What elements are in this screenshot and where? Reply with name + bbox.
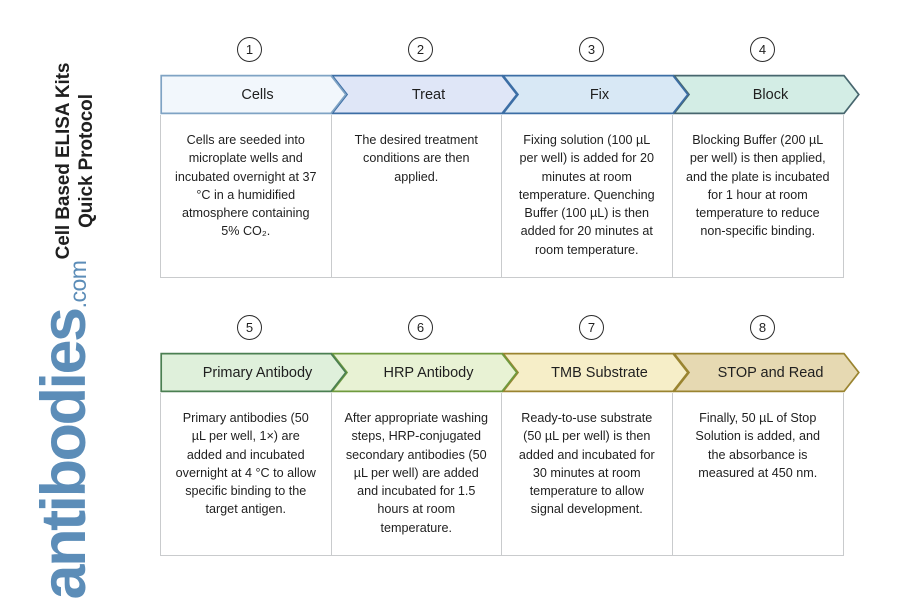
chevron-band: Cells Treat Fix Block <box>160 74 860 115</box>
chevron-step-label: Primary Antibody <box>202 364 313 381</box>
chevron-step-label: TMB Substrate <box>551 364 648 381</box>
step-number-strip: 5 6 7 8 <box>160 312 844 352</box>
chevron-step-4[interactable]: Block <box>673 74 860 115</box>
step-description-text: Cells are seeded into microplate wells a… <box>175 133 317 239</box>
chevron-step-2[interactable]: Treat <box>331 74 518 115</box>
step-description-band: Cells are seeded into microplate wells a… <box>160 115 844 278</box>
step-description-text: Primary antibodies (50 µL per well, 1×) … <box>175 411 316 517</box>
step-description-cell: Primary antibodies (50 µL per well, 1×) … <box>161 393 332 555</box>
step-description-cell: Finally, 50 µL of Stop Solution is added… <box>673 393 844 555</box>
chevron-step-label: HRP Antibody <box>383 364 474 381</box>
chevron-step-label: Cells <box>241 86 274 103</box>
protocol-title: Cell Based ELISA Kits Quick Protocol <box>0 28 150 293</box>
step-description-text: The desired treatment conditions are the… <box>354 133 478 184</box>
chevron-shape <box>160 74 347 115</box>
step-description-band: Primary antibodies (50 µL per well, 1×) … <box>160 393 844 556</box>
step-description-cell: Cells are seeded into microplate wells a… <box>161 115 332 277</box>
chevron-step-3[interactable]: Fix <box>502 74 689 115</box>
step-number-badge: 1 <box>237 37 262 62</box>
chevron-shape <box>331 352 518 393</box>
chevron-shape <box>502 352 689 393</box>
chevron-band: Primary Antibody HRP Antibody TMB Substrat… <box>160 352 860 393</box>
chevron-step-label: STOP and Read <box>717 364 824 381</box>
chevron-shape <box>673 74 860 115</box>
step-description-text: Ready-to-use substrate (50 µL per well) … <box>518 411 655 517</box>
chevron-step-label: Treat <box>411 86 446 103</box>
chevron-step-8[interactable]: STOP and Read <box>673 352 860 393</box>
step-description-cell: Ready-to-use substrate (50 µL per well) … <box>502 393 673 555</box>
step-number-badge: 2 <box>408 37 433 62</box>
step-number-badge: 4 <box>750 37 775 62</box>
step-description-cell: Fixing solution (100 µL per well) is add… <box>502 115 673 277</box>
step-description-text: Blocking Buffer (200 µL per well) is the… <box>685 133 830 239</box>
step-description-cell: After appropriate washing steps, HRP-con… <box>332 393 502 555</box>
chevron-shape <box>331 74 518 115</box>
step-number-strip: 1 2 3 4 <box>160 34 844 74</box>
step-description-text: After appropriate washing steps, HRP-con… <box>344 411 489 535</box>
chevron-step-5[interactable]: Primary Antibody <box>160 352 347 393</box>
chevron-shape <box>502 74 689 115</box>
chevron-step-6[interactable]: HRP Antibody <box>331 352 518 393</box>
chevron-step-7[interactable]: TMB Substrate <box>502 352 689 393</box>
step-description-text: Finally, 50 µL of Stop Solution is added… <box>695 411 821 480</box>
protocol-title-line-1: Cell Based ELISA Kits <box>52 62 74 259</box>
chevron-step-1[interactable]: Cells <box>160 74 347 115</box>
step-description-text: Fixing solution (100 µL per well) is add… <box>518 133 655 257</box>
step-description-cell: The desired treatment conditions are the… <box>332 115 502 277</box>
protocol-title-line-2: Quick Protocol <box>76 93 97 228</box>
step-number-badge: 5 <box>237 315 262 340</box>
chevron-shape <box>160 352 347 393</box>
step-number-badge: 3 <box>579 37 604 62</box>
logo-tld: .com <box>64 260 91 309</box>
step-number-badge: 8 <box>750 315 775 340</box>
step-number-badge: 6 <box>408 315 433 340</box>
step-description-cell: Blocking Buffer (200 µL per well) is the… <box>673 115 844 277</box>
step-number-badge: 7 <box>579 315 604 340</box>
antibodies-logo: antibodies .com <box>0 261 165 599</box>
logo-wordmark: antibodies <box>29 309 100 599</box>
chevron-step-label: Fix <box>589 86 610 103</box>
chevron-step-label: Block <box>752 86 789 103</box>
chevron-shape <box>673 352 860 393</box>
